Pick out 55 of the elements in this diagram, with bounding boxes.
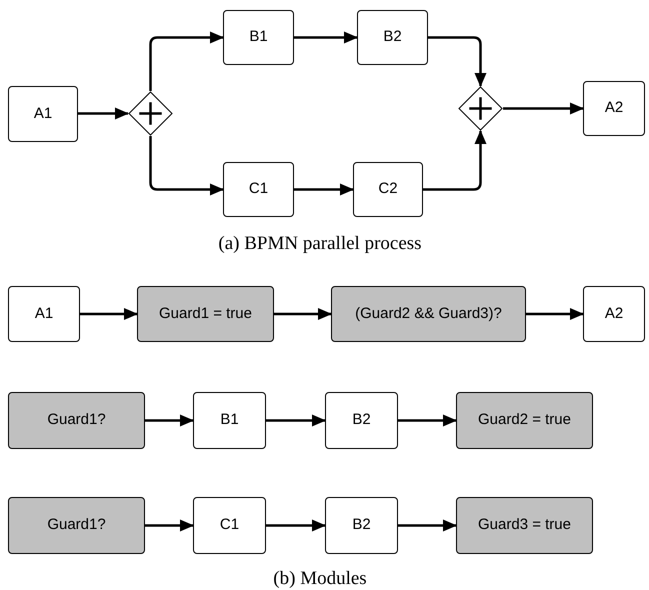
task-box: [353, 162, 423, 217]
task-box: [8, 86, 78, 142]
box-label: B1: [249, 27, 268, 48]
box-label: Guard1?: [47, 410, 106, 430]
box-label: B2: [383, 27, 402, 48]
condition-box: [456, 497, 593, 554]
box-label: C1: [248, 179, 268, 200]
task-box: [583, 286, 645, 342]
arrow: [294, 32, 358, 44]
arrow: [294, 184, 354, 196]
subfigure-caption: (a) BPMN parallel process: [218, 232, 422, 256]
arrow: [149, 136, 224, 196]
arrow: [145, 414, 194, 426]
arrow: [266, 414, 326, 426]
box-label: A2: [604, 98, 624, 118]
box-label: C1: [220, 515, 240, 536]
task-box: [223, 10, 294, 65]
task-box: [357, 10, 428, 65]
arrow: [80, 308, 138, 320]
task-box: [325, 392, 398, 449]
task-box: [8, 286, 80, 342]
arrow: [398, 520, 457, 532]
task-box: [193, 392, 266, 449]
task-box: [223, 162, 294, 217]
task-box: [325, 497, 398, 554]
box-label: B2: [352, 410, 371, 430]
arrow: [526, 308, 584, 320]
arrow: [274, 308, 332, 320]
box-label: C2: [378, 179, 398, 200]
condition-box: [8, 497, 145, 554]
arrow: [423, 130, 486, 191]
box-label: (Guard2 && Guard3)?: [355, 304, 502, 324]
arrow: [428, 36, 486, 87]
box-label: Guard3 = true: [478, 515, 571, 536]
arrow: [266, 520, 326, 532]
arrow: [503, 102, 584, 114]
condition-box: [331, 286, 526, 342]
box-label: B1: [220, 410, 239, 430]
subfigure-caption: (b) Modules: [273, 567, 367, 590]
box-label: B2: [352, 515, 371, 536]
task-box: [583, 81, 645, 136]
box-label: Guard1 = true: [159, 304, 252, 324]
task-box: [193, 497, 266, 554]
box-label: A2: [604, 304, 624, 324]
arrow: [398, 414, 457, 426]
box-label: Guard2 = true: [478, 410, 571, 430]
box-label: Guard1?: [47, 515, 106, 536]
arrow: [149, 32, 224, 91]
box-label: A1: [34, 304, 54, 324]
box-label: A1: [34, 104, 52, 124]
condition-box: [456, 392, 593, 449]
condition-box: [8, 392, 145, 449]
arrow: [78, 108, 129, 120]
arrow: [145, 520, 194, 532]
condition-box: [137, 286, 274, 342]
